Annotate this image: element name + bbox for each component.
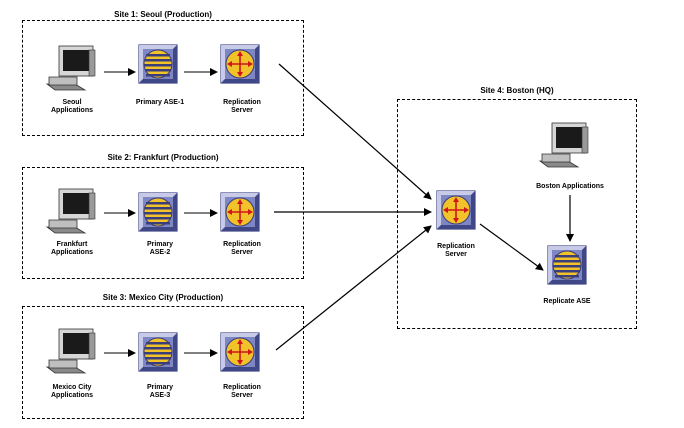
site-1-title: Site 1: Seoul (Production)	[114, 10, 212, 19]
label-line: Server	[231, 392, 253, 399]
label-line: Replication	[223, 99, 261, 106]
site-2-box	[22, 167, 304, 279]
computer-icon	[45, 44, 97, 97]
hq-rs-label: Replication Server	[416, 243, 496, 259]
database-server-icon	[547, 245, 589, 292]
label-line: Replication	[437, 243, 475, 250]
site-3-box	[22, 306, 304, 419]
database-server-icon	[138, 332, 180, 379]
label-line: Replication	[223, 241, 261, 248]
arrow-mexico-rs-to-hq-rs	[275, 225, 432, 351]
label-line: Server	[231, 107, 253, 114]
arrow-seoul-rs-to-hq-rs	[278, 63, 432, 200]
label-line: ASE-3	[149, 392, 171, 399]
site-1-ase-label: Primary ASE-1	[120, 99, 200, 107]
site-3-ase-label: Primary ASE-3	[120, 384, 200, 400]
site-1-app-label: Seoul Applications	[32, 99, 112, 115]
computer-icon	[538, 121, 590, 174]
site-2-app-label: Frankfurt Applications	[32, 241, 112, 257]
replication-server-icon	[220, 332, 262, 379]
replication-server-icon	[436, 190, 478, 237]
label-line: Seoul	[62, 99, 82, 106]
site-3-app-label: Mexico City Applications	[32, 384, 112, 400]
site-3-title: Site 3: Mexico City (Production)	[102, 293, 224, 302]
label-line: ASE-2	[149, 249, 171, 256]
label-line: Replication	[223, 384, 261, 391]
label-line: Applications	[50, 107, 93, 114]
site-4-title: Site 4: Boston (HQ)	[480, 86, 554, 95]
hq-ase-label: Replicate ASE	[527, 298, 607, 306]
hq-apps-label: Boston Applications	[515, 183, 625, 191]
arrow-hq-rs-to-replicate-ase	[479, 223, 544, 271]
label-line: Primary ASE-1	[135, 99, 185, 106]
label-line: Mexico City	[52, 384, 92, 391]
replication-server-icon	[220, 44, 262, 91]
computer-icon	[45, 187, 97, 240]
site-2-rs-label: Replication Server	[202, 241, 282, 257]
label-line: Applications	[50, 249, 93, 256]
replication-server-icon	[220, 192, 262, 239]
site-2-ase-label: Primary ASE-2	[120, 241, 200, 257]
label-line: Frankfurt	[56, 241, 88, 248]
label-line: Replicate ASE	[543, 298, 591, 305]
site-2-title: Site 2: Frankfurt (Production)	[107, 153, 219, 162]
site-4-box	[397, 99, 637, 329]
site-3-rs-label: Replication Server	[202, 384, 282, 400]
database-server-icon	[138, 192, 180, 239]
computer-icon	[45, 327, 97, 380]
label-line: Server	[445, 251, 467, 258]
label-line: Applications	[50, 392, 93, 399]
site-1-box	[22, 20, 304, 136]
label-line: Primary	[146, 384, 174, 391]
label-line: Boston Applications	[536, 183, 604, 190]
site-1-rs-label: Replication Server	[202, 99, 282, 115]
label-line: Primary	[146, 241, 174, 248]
database-server-icon	[138, 44, 180, 91]
label-line: Server	[231, 249, 253, 256]
